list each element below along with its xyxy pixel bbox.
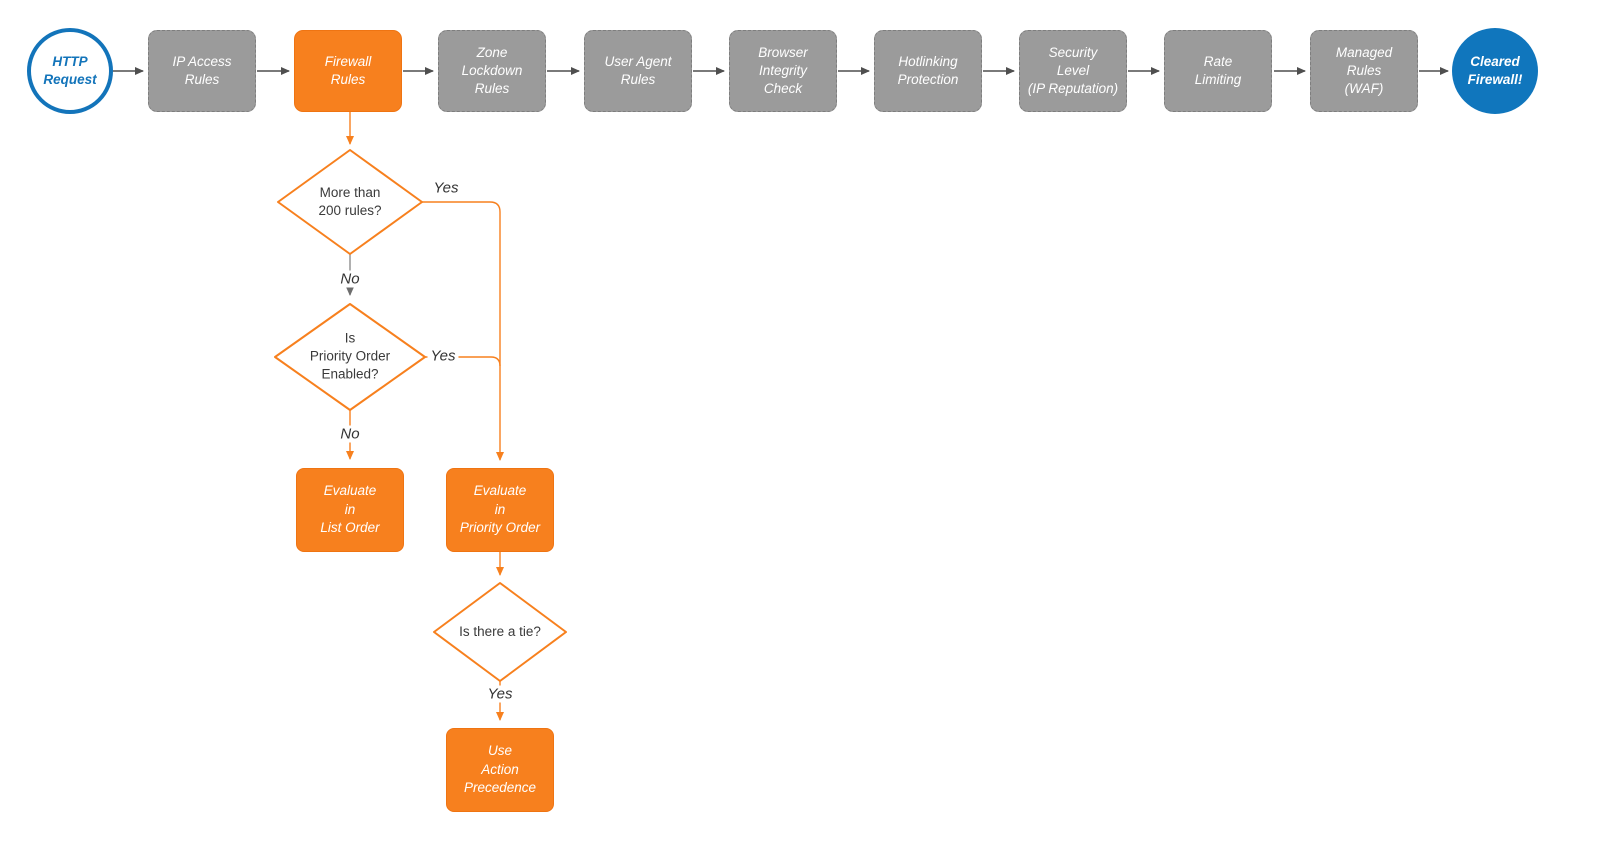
decision-diamonds xyxy=(274,149,567,682)
node-ip-access-rules: IP Access Rules xyxy=(148,30,256,112)
diamond-priority-order-enabled xyxy=(274,303,426,411)
edge-label-decision2-yes: Yes xyxy=(427,347,459,365)
node-evaluate-in-list-order-label: Evaluate in List Order xyxy=(320,483,380,536)
decision-priority-order-enabled-text: Is Priority Order Enabled? xyxy=(309,330,391,383)
node-security-level: Security Level (IP Reputation) xyxy=(1019,30,1127,112)
node-use-action-precedence: Use Action Precedence xyxy=(446,728,554,812)
node-browser-integrity-check: Browser Integrity Check xyxy=(729,30,837,112)
edge-label-decision1-yes: Yes xyxy=(430,179,462,197)
node-cleared-firewall-label: Cleared Firewall! xyxy=(1467,54,1523,87)
node-cleared-firewall: Cleared Firewall! xyxy=(1452,28,1538,114)
decision-is-there-a-tie-text: Is there a tie? xyxy=(459,623,541,639)
node-http-request-label: HTTP Request xyxy=(43,54,97,87)
node-ip-access-rules-label: IP Access Rules xyxy=(172,54,232,87)
node-security-level-label: Security Level (IP Reputation) xyxy=(1027,45,1119,96)
diamond-is-there-a-tie xyxy=(433,582,567,682)
node-firewall-rules-label: Firewall Rules xyxy=(324,54,372,87)
edge-label-decision2-no: No xyxy=(337,425,363,443)
edge-label-decision3-yes: Yes xyxy=(484,685,516,703)
node-user-agent-rules-label: User Agent Rules xyxy=(604,54,672,87)
node-firewall-rules: Firewall Rules xyxy=(294,30,402,112)
decision-more-than-200-rules-text: More than 200 rules? xyxy=(318,184,382,218)
node-hotlinking-protection-label: Hotlinking Protection xyxy=(897,54,959,87)
node-user-agent-rules: User Agent Rules xyxy=(584,30,692,112)
node-browser-integrity-check-label: Browser Integrity Check xyxy=(758,45,808,96)
diamond-more-than-200-rules xyxy=(277,149,423,255)
node-http-request: HTTP Request xyxy=(27,28,113,114)
node-use-action-precedence-label: Use Action Precedence xyxy=(463,743,537,796)
node-rate-limiting: Rate Limiting xyxy=(1164,30,1272,112)
arrow-decision1-yes-to-priority-box xyxy=(422,201,504,461)
node-rate-limiting-label: Rate Limiting xyxy=(1194,54,1242,87)
node-zone-lockdown-rules: Zone Lockdown Rules xyxy=(438,30,546,112)
node-managed-rules-waf-label: Managed Rules (WAF) xyxy=(1335,45,1393,96)
node-zone-lockdown-rules-label: Zone Lockdown Rules xyxy=(461,45,523,96)
node-evaluate-in-list-order: Evaluate in List Order xyxy=(296,468,404,552)
line-decision2-yes-join xyxy=(425,356,501,367)
node-managed-rules-waf: Managed Rules (WAF) xyxy=(1310,30,1418,112)
node-evaluate-in-priority-order-label: Evaluate in Priority Order xyxy=(459,483,541,536)
node-hotlinking-protection: Hotlinking Protection xyxy=(874,30,982,112)
edge-label-decision1-no: No xyxy=(337,270,363,288)
node-evaluate-in-priority-order: Evaluate in Priority Order xyxy=(446,468,554,552)
